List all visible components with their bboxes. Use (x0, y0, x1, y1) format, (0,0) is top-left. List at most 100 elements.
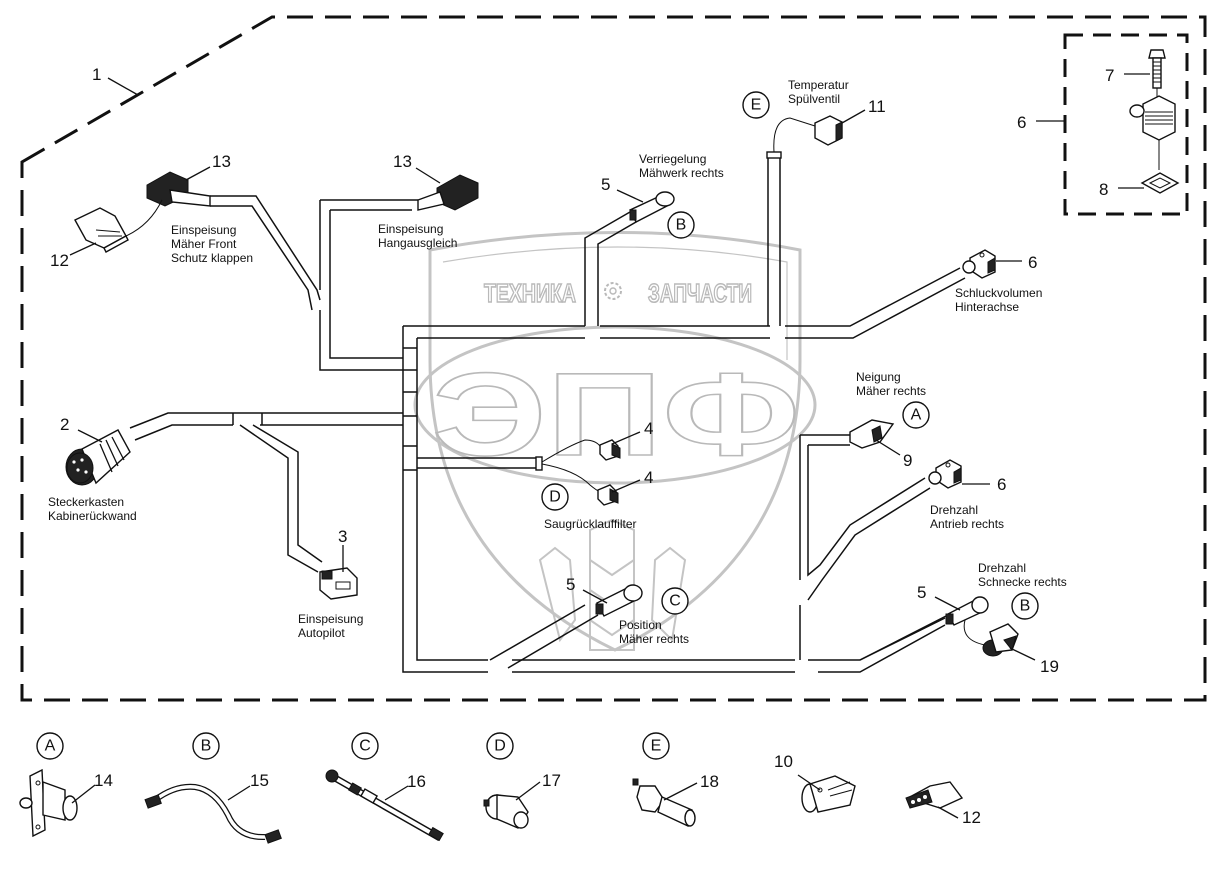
label-verriegelung-1: Verriegelung (639, 152, 706, 166)
sleeve-end (535, 456, 543, 471)
callout-leader-1 (107, 77, 139, 96)
label-einspeisung-front-2: Mäher Front (171, 237, 237, 251)
connector-5-position-icon (595, 584, 643, 617)
label-einspeisung-hang-1: Einspeisung (378, 222, 443, 236)
watermark-shield-inner (442, 246, 788, 360)
legend-variant-e-letter: E (651, 738, 662, 755)
legend-variant-e: E 18 (632, 732, 719, 827)
label-antrieb-2: Antrieb rechts (930, 517, 1004, 531)
label-temperatur-1: Temperatur (788, 78, 849, 92)
callout-4-lower: 4 (644, 468, 653, 487)
label-einspeisung-hang-2: Hangausgleich (378, 236, 457, 250)
callout-leader-19 (1009, 647, 1036, 661)
callout-1: 1 (92, 65, 101, 84)
part-16-sensor-cable-icon (325, 769, 444, 842)
connector-6-antrieb-icon (928, 459, 962, 489)
detail-box-outline (1063, 33, 1189, 216)
variant-marker-a-right-text: A (911, 407, 922, 424)
connector-4-upper-icon (599, 439, 621, 461)
connector-2-round-plug-icon (65, 429, 131, 486)
variant-marker-b-right-text: B (1020, 598, 1031, 615)
legend-part-15: 15 (250, 771, 269, 790)
callout-leader-5-verriegelung (616, 189, 644, 203)
callout-19: 19 (1040, 657, 1059, 676)
label-schluckvolumen-2: Hinterachse (955, 300, 1019, 314)
callout-leader-13-front (185, 166, 211, 181)
watermark-gear-icon (604, 282, 622, 300)
label-antrieb-1: Drehzahl (930, 503, 978, 517)
label-position-2: Mäher rechts (619, 632, 689, 646)
label-einspeisung-autopilot-2: Autopilot (298, 626, 345, 640)
callout-2: 2 (60, 415, 69, 434)
legend-part-12-group: 12 (905, 781, 981, 827)
callout-9: 9 (903, 451, 912, 470)
connector-3-icon (319, 567, 358, 600)
label-schnecke-1: Drehzahl (978, 561, 1026, 575)
legend-variant-b-letter: B (201, 738, 212, 755)
label-steckerkasten-1: Steckerkasten (48, 495, 124, 509)
part-17-pressure-switch-icon (483, 794, 529, 829)
variant-marker-b-right (1011, 592, 1039, 620)
callout-leader-12 (69, 242, 97, 256)
legend-part-10: 10 (774, 752, 793, 771)
callout-5-verriegelung: 5 (601, 175, 610, 194)
part-12-connector-icon (905, 781, 964, 809)
legend-variant-a-letter: A (45, 738, 56, 755)
callout-8: 8 (1099, 180, 1108, 199)
watermark-text-left: ТЕХНИКА (484, 278, 576, 308)
callout-leader-4-upper (611, 431, 641, 445)
legend-part-17: 17 (542, 771, 561, 790)
watermark-wheat-icon (538, 518, 687, 651)
label-neigung-2: Mäher rechts (856, 384, 926, 398)
part-14-pressure-sensor-icon (19, 768, 78, 838)
label-position-1: Position (619, 618, 662, 632)
callout-13-hang: 13 (393, 152, 412, 171)
connector-13-front-icon (146, 171, 211, 207)
legend-variant-d: D 17 (483, 732, 561, 829)
variant-marker-e-top (742, 91, 770, 119)
variant-marker-b-top (667, 211, 695, 239)
callout-leader-5-schnecke (934, 596, 961, 611)
watermark-gear-hub (609, 287, 617, 295)
part-18-temp-sensor-icon (632, 778, 696, 827)
variant-marker-c-mid-text: C (669, 593, 681, 610)
label-schnecke-2: Schnecke rechts (978, 575, 1067, 589)
legend-variant-d-letter: D (494, 738, 506, 755)
callout-12: 12 (50, 251, 69, 270)
legend-variant-c: C 16 (325, 732, 444, 842)
label-saugruecklauffilter: Saugrücklauffilter (544, 517, 637, 531)
connector-19-icon (963, 619, 1019, 657)
callout-11: 11 (868, 97, 886, 116)
connector-5-verriegelung-icon (629, 191, 675, 223)
label-neigung-1: Neigung (856, 370, 901, 384)
legend-variant-a: A 14 (19, 732, 113, 838)
connector-13-hang-icon (417, 174, 479, 211)
legend-variant-b: B 15 (144, 732, 282, 844)
callout-6-schluck: 6 (1028, 253, 1037, 272)
connector-4-lower-icon (597, 484, 619, 506)
variant-marker-d-mid-text: D (549, 489, 561, 506)
variant-marker-d-mid (541, 483, 569, 511)
callout-leader-5-position (582, 589, 608, 604)
watermark-ring (413, 325, 817, 485)
label-temperatur-2: Spülventil (788, 92, 840, 106)
label-steckerkasten-2: Kabinerückwand (48, 509, 137, 523)
callout-leader-11 (841, 109, 866, 124)
label-einspeisung-front-3: Schutz klappen (171, 251, 253, 265)
callout-5-position: 5 (566, 575, 575, 594)
part-10-connector-icon (801, 775, 856, 813)
legend-variant-c-letter: C (359, 738, 371, 755)
callout-leader-13-hang (415, 167, 441, 184)
watermark: ТЕХНИКА ЗАПЧАСТИ ЭПФ (413, 231, 817, 652)
label-einspeisung-autopilot-1: Einspeisung (298, 612, 363, 626)
label-schluckvolumen-1: Schluckvolumen (955, 286, 1042, 300)
legend-part-14: 14 (94, 771, 113, 790)
variant-marker-e-top-text: E (751, 97, 762, 114)
variant-marker-c-mid (661, 587, 689, 615)
watermark-text-right: ЗАПЧАСТИ (648, 278, 752, 308)
callout-leader-2 (77, 429, 103, 443)
seal-gasket-icon (1140, 172, 1180, 194)
callout-leader-9 (875, 439, 901, 456)
legend-part-12: 12 (962, 808, 981, 827)
